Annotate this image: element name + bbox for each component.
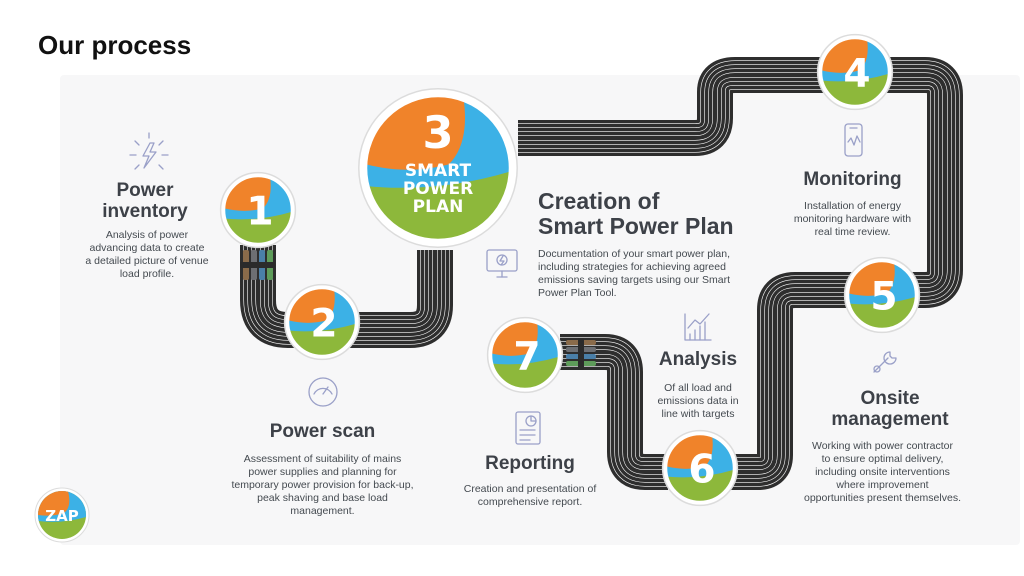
step-4-description-line: real time review. (814, 226, 891, 238)
step-3-number: 3 (422, 107, 453, 159)
step-2-title: Power scan (269, 421, 376, 442)
step-1-description: Analysis of power advancing data to crea… (72, 229, 222, 281)
lightning-icon (129, 132, 169, 170)
connector-band (240, 262, 275, 268)
step-2-description: Assessment of suitability of mains power… (215, 453, 430, 518)
cable-stripe (335, 250, 437, 332)
phone-icon (844, 123, 863, 157)
step-7-description-line: Creation and presentation of (463, 483, 597, 495)
step-1-description-line: a detailed picture of venue (85, 255, 209, 267)
step-6-description-line: Of all load and (664, 382, 732, 394)
cable-path (240, 57, 963, 490)
step-6-badge: 6 (661, 429, 739, 507)
step-6-title: Analysis (658, 349, 738, 370)
step-4-description: Installation of energy monitoring hardwa… (775, 200, 930, 239)
step-4-badge: 4 (816, 33, 894, 111)
step-7-title: Reporting (485, 453, 575, 474)
report-icon (515, 411, 541, 445)
step-6-number: 6 (688, 447, 715, 492)
step-2-description-line: peak shaving and base load (257, 492, 388, 504)
page-title: Our process (38, 30, 192, 60)
step-5-title: Onsite management (815, 388, 965, 430)
step-1-title-line: inventory (102, 201, 188, 222)
step-5-badge: 5 (843, 256, 921, 334)
step-icons: ZAP (34, 123, 897, 543)
wrench-icon (873, 351, 897, 373)
step-1-description-line: load profile. (119, 268, 175, 280)
step-3-description-line: Power Plan Tool. (538, 287, 617, 299)
step-6-description: Of all load and emissions data in line w… (648, 382, 748, 421)
step-7-number: 7 (513, 334, 540, 379)
zap-logo: ZAP (34, 487, 90, 543)
cable-stripe (560, 350, 668, 474)
step-3-description-line: including strategies for achieving agree… (538, 261, 726, 273)
cable-stripe (885, 73, 947, 292)
step-2-description-line: power supplies and planning for (248, 466, 397, 478)
connector-band (578, 338, 584, 370)
step-5-description-line: where improvement (836, 479, 929, 491)
step-1-description-line: Analysis of power (105, 229, 189, 241)
step-5-description-line: to ensure optimal delivery, (821, 453, 944, 465)
step-5-description: Working with power contractor to ensure … (795, 440, 970, 505)
step-2-number: 2 (310, 301, 337, 346)
step-4-number: 4 (843, 51, 870, 96)
step-3-description-line: Documentation of your smart power plan, (538, 248, 731, 260)
logo-text: ZAP (45, 507, 78, 525)
step-3-description-line: emissions saving targets using our Smart (538, 274, 730, 286)
cable-connectors (240, 250, 596, 370)
step-1-title: Power inventory (80, 180, 210, 222)
step-3-badge-label: POWER (403, 179, 473, 199)
step-4-title: Monitoring (803, 169, 902, 190)
step-3-title-line: Creation of (538, 188, 660, 214)
cable-stripe (518, 73, 832, 140)
step-2-description-line: management. (290, 505, 355, 517)
step-6-description-line: line with targets (661, 408, 735, 420)
step-3-title: Creation of Smart Power Plan (538, 189, 778, 239)
step-2-description-line: Assessment of suitability of mains (243, 453, 402, 465)
step-2-badge: 2 (283, 283, 361, 361)
step-3-description: Documentation of your smart power plan, … (538, 248, 768, 300)
step-3-badge-label: PLAN (413, 197, 464, 217)
chart-icon (684, 313, 712, 341)
step-4-description-line: monitoring hardware with (793, 213, 912, 225)
step-5-description-line: opportunities present themselves. (803, 492, 961, 504)
step-1-title-line: Power (116, 180, 174, 201)
gauge-icon (308, 377, 338, 407)
cable-stripe (518, 65, 832, 148)
step-5-description-line: including onsite interventions (815, 466, 950, 478)
cable-stripe (728, 288, 858, 474)
step-7-description-line: comprehensive report. (477, 496, 583, 508)
step-1-description-line: advancing data to create (89, 242, 205, 254)
step-7-description: Creation and presentation of comprehensi… (450, 483, 610, 509)
step-5-number: 5 (870, 274, 897, 319)
step-3-title-line: Smart Power Plan (538, 213, 734, 239)
monitor-icon (486, 249, 518, 278)
step-6-description-line: emissions data in (657, 395, 739, 407)
step-1-badge: 1 (219, 171, 297, 249)
step-5-title-line: Onsite (860, 388, 920, 409)
step-2-description-line: temporary power provision for back-up, (231, 479, 414, 491)
step-4-description-line: Installation of energy (804, 200, 901, 212)
step-5-title-line: management (831, 409, 949, 430)
step-5-description-line: Working with power contractor (811, 440, 954, 452)
step-1-number: 1 (246, 189, 273, 234)
step-3-badge-label: SMART (405, 161, 472, 181)
step-7-badge: 7 (486, 316, 564, 394)
